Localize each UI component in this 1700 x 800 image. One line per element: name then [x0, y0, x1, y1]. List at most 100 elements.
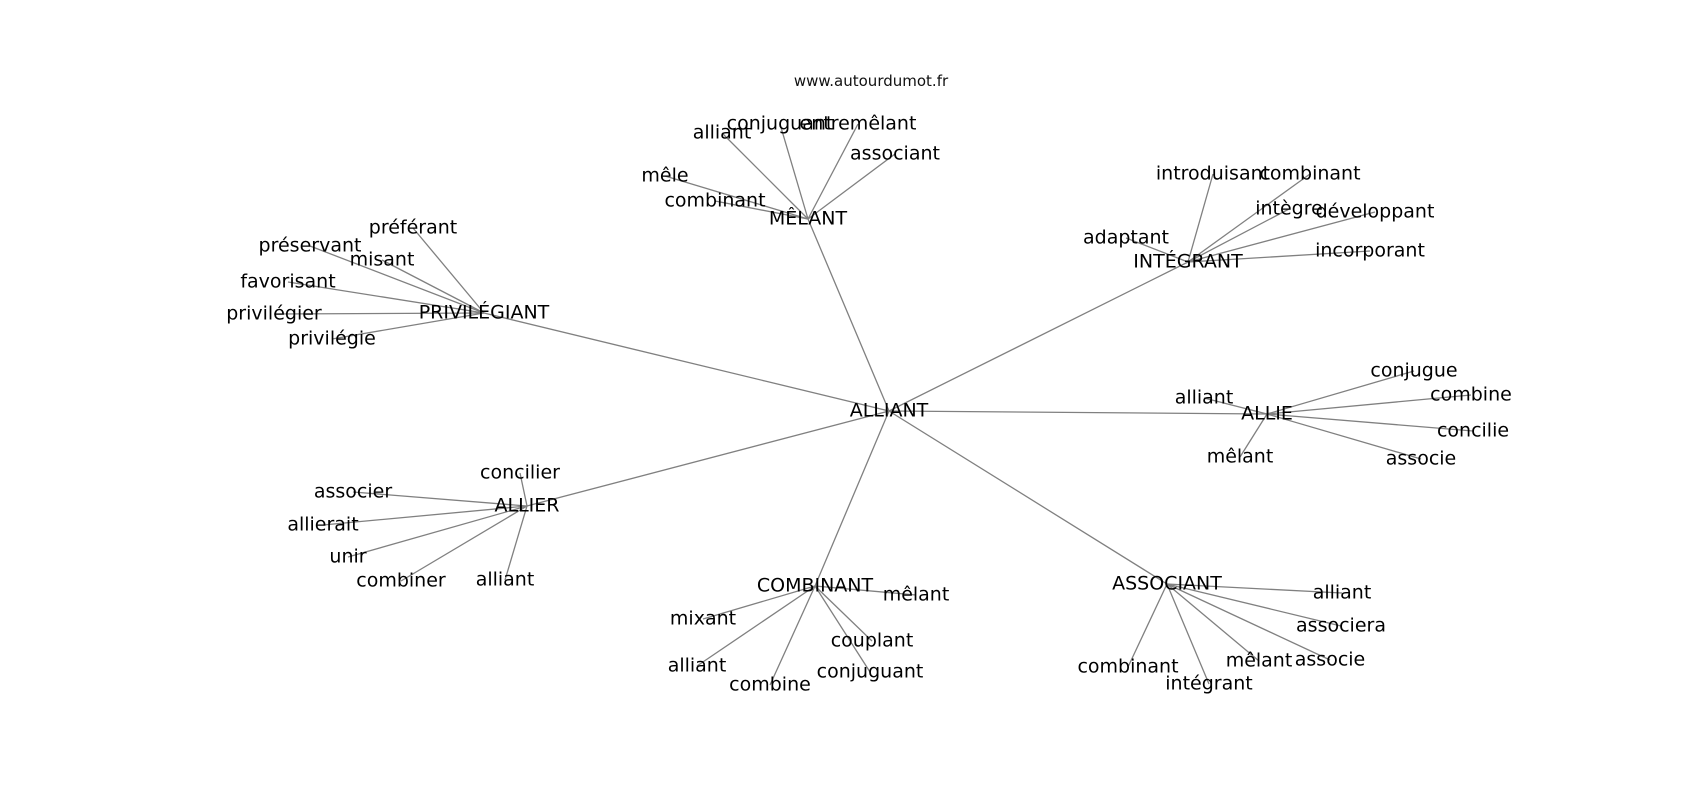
- leaf-node-integrant-1: combinant: [1259, 163, 1360, 185]
- leaf-node-integrant-2: intègre: [1255, 198, 1323, 220]
- leaf-node-privilegiant-1: préservant: [259, 235, 362, 257]
- edge-allie-leaf-4: [1239, 413, 1268, 458]
- leaf-node-privilegiant-5: privilégie: [288, 328, 376, 350]
- edge-melant-leaf-0: [721, 132, 809, 220]
- edge-allie-leaf-3: [1266, 413, 1474, 432]
- hub-node-allie: ALLIE: [1241, 403, 1293, 425]
- edge-combinant-leaf-2: [814, 585, 873, 642]
- edge-integrant-leaf-1: [1187, 173, 1311, 263]
- leaf-node-combinant-1: mixant: [670, 608, 736, 630]
- leaf-node-privilegiant-4: privilégier: [226, 303, 322, 325]
- hub-node-privilegiant: PRIVILÉGIANT: [419, 301, 550, 324]
- edge-combinant-leaf-0: [814, 585, 917, 596]
- leaf-node-combinant-5: combine: [729, 674, 811, 696]
- edge-associant-leaf-2: [1166, 583, 1260, 662]
- edge-combinant-leaf-4: [814, 585, 871, 673]
- leaf-node-allier-4: combiner: [356, 570, 446, 592]
- edge-root-associant: [888, 410, 1168, 585]
- edge-root-allier: [526, 410, 890, 507]
- edge-privilegiant-leaf-4: [273, 312, 485, 315]
- edge-integrant-leaf-3: [1187, 211, 1376, 263]
- graph-edges: [273, 123, 1474, 686]
- hub-node-integrant: INTÉGRANT: [1133, 250, 1243, 273]
- edge-combinant-leaf-3: [696, 585, 816, 667]
- edge-melant-leaf-5: [714, 200, 809, 220]
- leaf-node-combinant-0: mêlant: [883, 584, 950, 606]
- edge-allier-leaf-5: [504, 505, 528, 581]
- edge-root-combinant: [814, 410, 890, 587]
- leaf-node-privilegiant-3: favorisant: [240, 271, 335, 293]
- edge-privilegiant-leaf-5: [331, 312, 485, 340]
- leaf-node-allier-3: unir: [329, 546, 366, 568]
- edge-allie-leaf-2: [1266, 394, 1472, 415]
- root-node-label: ALLIANT: [850, 400, 929, 422]
- edge-root-integrant: [888, 261, 1189, 412]
- edge-privilegiant-leaf-0: [412, 227, 485, 314]
- leaf-node-integrant-4: adaptant: [1083, 227, 1169, 249]
- leaf-node-allie-0: conjugue: [1370, 360, 1457, 382]
- edge-allier-leaf-4: [400, 505, 528, 582]
- leaf-node-integrant-0: introduisant: [1156, 163, 1270, 185]
- edge-associant-leaf-4: [1127, 583, 1168, 668]
- leaf-node-allier-5: alliant: [476, 569, 535, 591]
- leaf-node-allie-2: combine: [1430, 384, 1512, 406]
- leaf-node-associant-1: associera: [1296, 615, 1386, 637]
- edge-integrant-leaf-4: [1125, 237, 1189, 263]
- leaf-node-associant-2: mêlant: [1226, 650, 1293, 672]
- edge-associant-leaf-3: [1166, 583, 1331, 661]
- edge-melant-leaf-1: [779, 123, 809, 220]
- leaf-node-associant-5: intégrant: [1165, 673, 1252, 695]
- edge-integrant-leaf-5: [1187, 250, 1371, 263]
- edge-allier-leaf-3: [347, 505, 528, 558]
- edge-allie-leaf-5: [1266, 413, 1422, 460]
- leaf-node-integrant-3: développant: [1316, 201, 1435, 223]
- hub-node-combinant: COMBINANT: [757, 575, 874, 597]
- leaf-node-combinant-2: couplant: [831, 630, 914, 652]
- edge-privilegiant-leaf-2: [381, 259, 485, 314]
- edge-melant-leaf-2: [807, 123, 859, 220]
- leaf-node-associant-3: associe: [1295, 649, 1365, 671]
- edge-combinant-leaf-1: [702, 585, 816, 620]
- leaf-node-privilegiant-2: misant: [350, 249, 415, 271]
- edge-associant-leaf-5: [1166, 583, 1210, 685]
- edge-combinant-leaf-5: [769, 585, 816, 686]
- edge-melant-leaf-3: [807, 153, 896, 220]
- edge-allie-leaf-1: [1203, 397, 1268, 415]
- edge-root-allie: [888, 410, 1268, 415]
- edge-privilegiant-leaf-3: [287, 281, 485, 314]
- graph-labels: ALLIANTMÊLANTalliantconjuguantentremêlan…: [226, 113, 1512, 696]
- leaf-node-allie-1: alliant: [1175, 387, 1234, 409]
- edge-root-melant: [807, 218, 890, 412]
- leaf-node-allie-3: concilie: [1437, 420, 1509, 442]
- edge-root-privilegiant: [483, 312, 890, 412]
- leaf-node-melant-3: associant: [850, 143, 940, 165]
- leaf-node-melant-2: entremêlant: [800, 113, 917, 135]
- hub-node-allier: ALLIER: [495, 495, 560, 517]
- hub-node-melant: MÊLANT: [769, 207, 848, 230]
- leaf-node-melant-1: conjuguant: [727, 113, 834, 135]
- leaf-node-allier-0: concilier: [480, 462, 560, 484]
- leaf-node-allie-5: associe: [1386, 448, 1456, 470]
- edge-privilegiant-leaf-1: [309, 245, 485, 314]
- edge-allier-leaf-2: [322, 505, 528, 526]
- leaf-node-associant-4: combinant: [1077, 656, 1178, 678]
- edge-associant-leaf-0: [1166, 583, 1343, 594]
- edge-integrant-leaf-2: [1187, 208, 1290, 263]
- leaf-node-integrant-5: incorporant: [1315, 240, 1425, 262]
- leaf-node-allie-4: mêlant: [1207, 446, 1274, 468]
- leaf-node-combinant-4: conjuguant: [817, 661, 924, 683]
- edge-allie-leaf-0: [1266, 370, 1415, 415]
- leaf-node-melant-0: alliant: [693, 122, 752, 144]
- leaf-node-privilegiant-0: préférant: [369, 217, 457, 239]
- leaf-node-allier-2: allierait: [287, 514, 358, 536]
- leaf-node-combinant-3: alliant: [668, 655, 727, 677]
- edge-allier-leaf-1: [352, 491, 528, 507]
- site-watermark: www.autourdumot.fr: [793, 72, 949, 90]
- leaf-node-allier-1: associer: [314, 481, 392, 503]
- edge-integrant-leaf-0: [1187, 173, 1214, 263]
- edge-allier-leaf-0: [519, 472, 528, 507]
- leaf-node-melant-5: combinant: [664, 190, 765, 212]
- leaf-node-associant-0: alliant: [1313, 582, 1372, 604]
- hub-node-associant: ASSOCIANT: [1112, 573, 1222, 595]
